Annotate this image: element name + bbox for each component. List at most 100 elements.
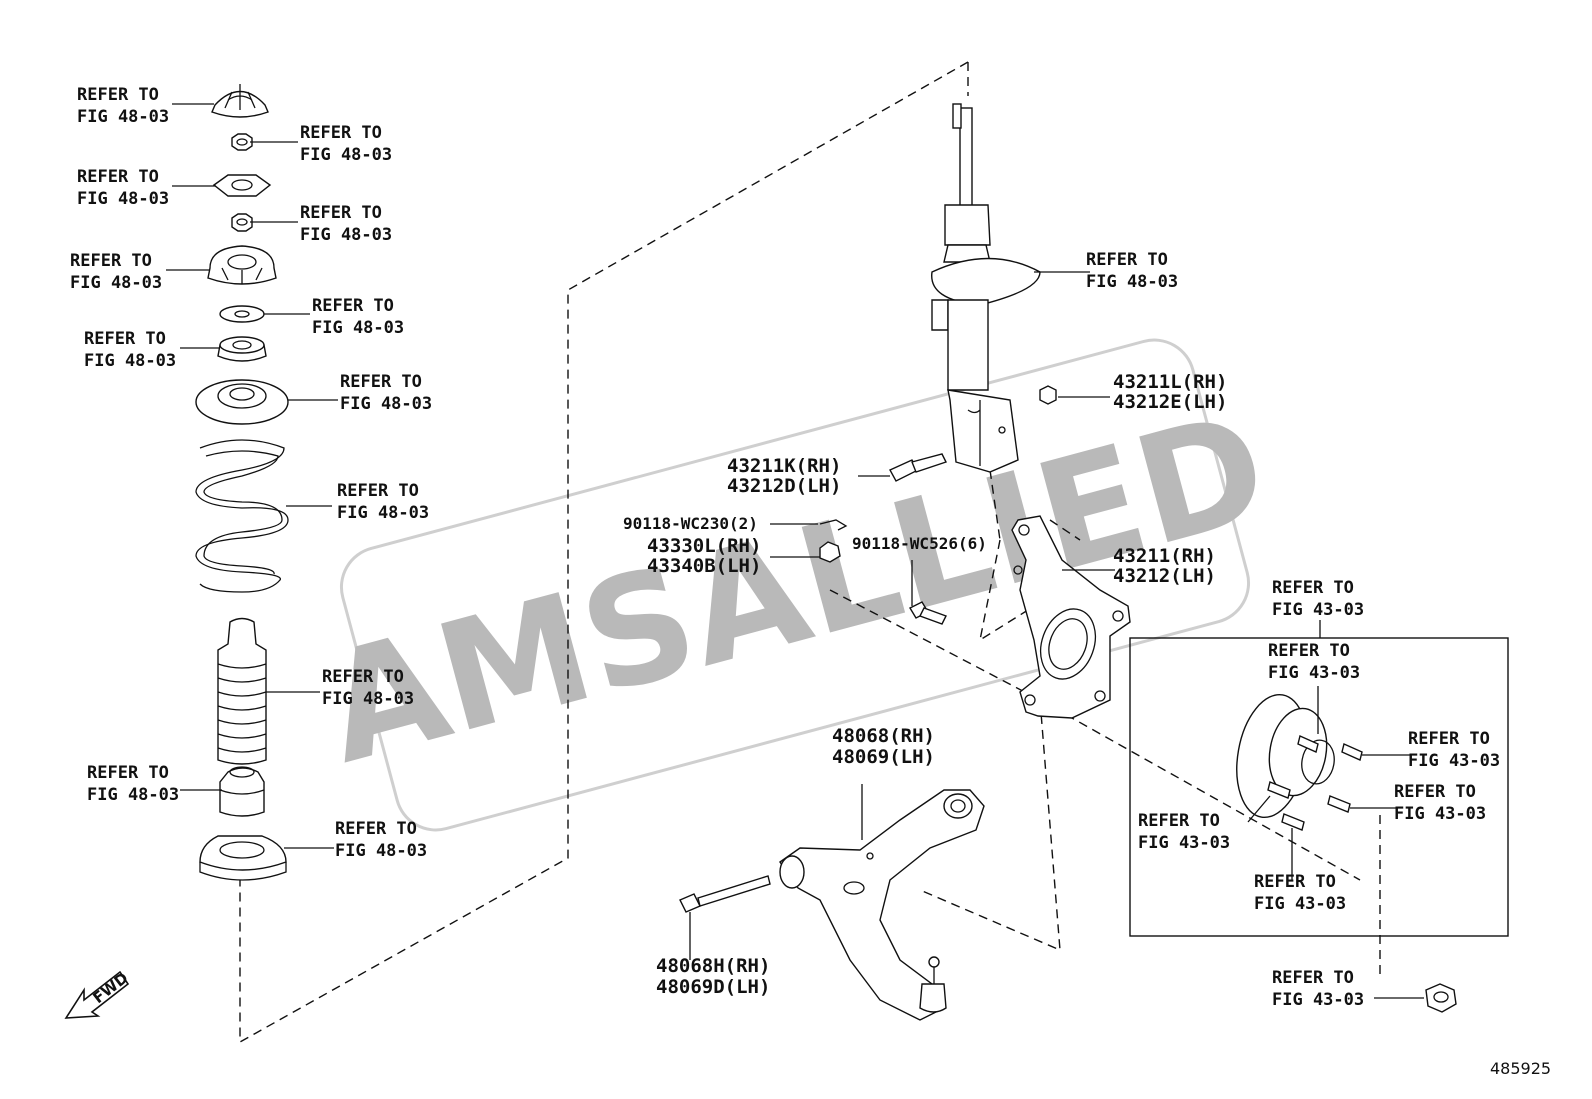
fwd-arrow-icon: FWD — [64, 969, 131, 1019]
callout-line: 43211(RH) — [1113, 545, 1216, 567]
callout-line: 48069D(LH) — [656, 976, 770, 998]
callout-line: REFER TO — [300, 203, 382, 223]
callout-line: REFER TO — [312, 296, 394, 316]
fwd-label: FWD — [89, 969, 131, 1007]
callout-line: 48068(RH) — [832, 725, 935, 747]
lower-nut — [231, 213, 253, 232]
callout-line: FIG 48-03 — [77, 107, 169, 127]
callout-line: REFER TO — [77, 167, 159, 187]
callout: 90118-WC230(2) — [623, 514, 758, 533]
callout-line: FIG 43-03 — [1272, 600, 1364, 620]
arm-bolt — [679, 875, 771, 913]
dust-boot — [217, 617, 267, 765]
lower-control-arm — [779, 789, 985, 1021]
callout-line: FIG 48-03 — [84, 351, 176, 371]
callout-line: REFER TO — [322, 667, 404, 687]
callout-line: REFER TO — [87, 763, 169, 783]
knuckle-bolt — [909, 601, 947, 625]
assembly-dashed-outline — [239, 61, 1381, 1044]
shock-absorber-strut — [931, 103, 1041, 473]
callout-line: 43211L(RH) — [1113, 371, 1227, 393]
hub-leader-lines — [1247, 686, 1410, 880]
callout-line: FIG 48-03 — [77, 189, 169, 209]
hub-bearing — [1236, 693, 1363, 831]
callout-line: REFER TO — [340, 372, 422, 392]
callout-line: 43340B(LH) — [647, 555, 761, 577]
callout-line: REFER TO — [84, 329, 166, 349]
callout: 43330L(RH)43340B(LH) — [647, 535, 761, 577]
upper-dust-cover — [211, 84, 269, 118]
lower-insulator — [199, 835, 287, 881]
callout-line: REFER TO — [337, 481, 419, 501]
callout-line: FIG 43-03 — [1268, 663, 1360, 683]
callout-line: 43212D(LH) — [727, 475, 841, 497]
callout: 43211L(RH)43212E(LH) — [1113, 371, 1227, 413]
callout-line: REFER TO — [1254, 872, 1336, 892]
callout-line: FIG 48-03 — [87, 785, 179, 805]
callout-line: REFER TO — [70, 251, 152, 271]
washer — [219, 305, 265, 323]
upper-bolt — [889, 453, 947, 482]
callout-line: FIG 43-03 — [1254, 894, 1346, 914]
callout-line: FIG 48-03 — [312, 318, 404, 338]
callout-line: REFER TO — [1268, 641, 1350, 661]
callout-line: FIG 48-03 — [300, 145, 392, 165]
callout-line: FIG 48-03 — [70, 273, 162, 293]
callout-line: 90118-WC230(2) — [623, 514, 758, 533]
callout-line: 90118-WC526(6) — [852, 534, 987, 553]
upper-spring-seat — [195, 379, 289, 425]
lower-strut-nut — [819, 541, 841, 563]
callout: 48068H(RH)48069D(LH) — [656, 955, 770, 998]
bump-stopper — [219, 766, 265, 817]
callout-line: REFER TO — [335, 819, 417, 839]
callout-line: FIG 43-03 — [1408, 751, 1500, 771]
callout-line: 43212(LH) — [1113, 565, 1216, 587]
strut-mount-stack — [195, 84, 289, 881]
callout-line: 43330L(RH) — [647, 535, 761, 557]
upper-strut-nut — [1039, 385, 1057, 405]
callout: 43211(RH)43212(LH) — [1113, 545, 1216, 587]
callout-line: 43212E(LH) — [1113, 391, 1227, 413]
callout: 48068(RH)48069(LH) — [832, 725, 935, 768]
callout-line: REFER TO — [1086, 250, 1168, 270]
bearing — [217, 336, 267, 362]
callout-line: 48069(LH) — [832, 746, 935, 768]
callout-line: REFER TO — [1272, 578, 1354, 598]
callout-line: FIG 43-03 — [1272, 990, 1364, 1010]
callout-line: FIG 48-03 — [340, 394, 432, 414]
hub-nut — [1425, 983, 1457, 1013]
coil-spring — [195, 439, 289, 593]
upper-plate — [212, 174, 272, 197]
callout: 43211K(RH)43212D(LH) — [727, 455, 841, 497]
callout: 90118-WC526(6) — [852, 534, 987, 553]
callout-line: REFER TO — [1408, 729, 1490, 749]
callout-line: FIG 48-03 — [1086, 272, 1178, 292]
clip — [819, 519, 848, 531]
callout-line: FIG 43-03 — [1138, 833, 1230, 853]
callout-line: FIG 48-03 — [322, 689, 414, 709]
upper-nut — [231, 133, 253, 151]
callout-line: REFER TO — [300, 123, 382, 143]
steering-knuckle — [1011, 515, 1131, 719]
callout-line: FIG 48-03 — [337, 503, 429, 523]
